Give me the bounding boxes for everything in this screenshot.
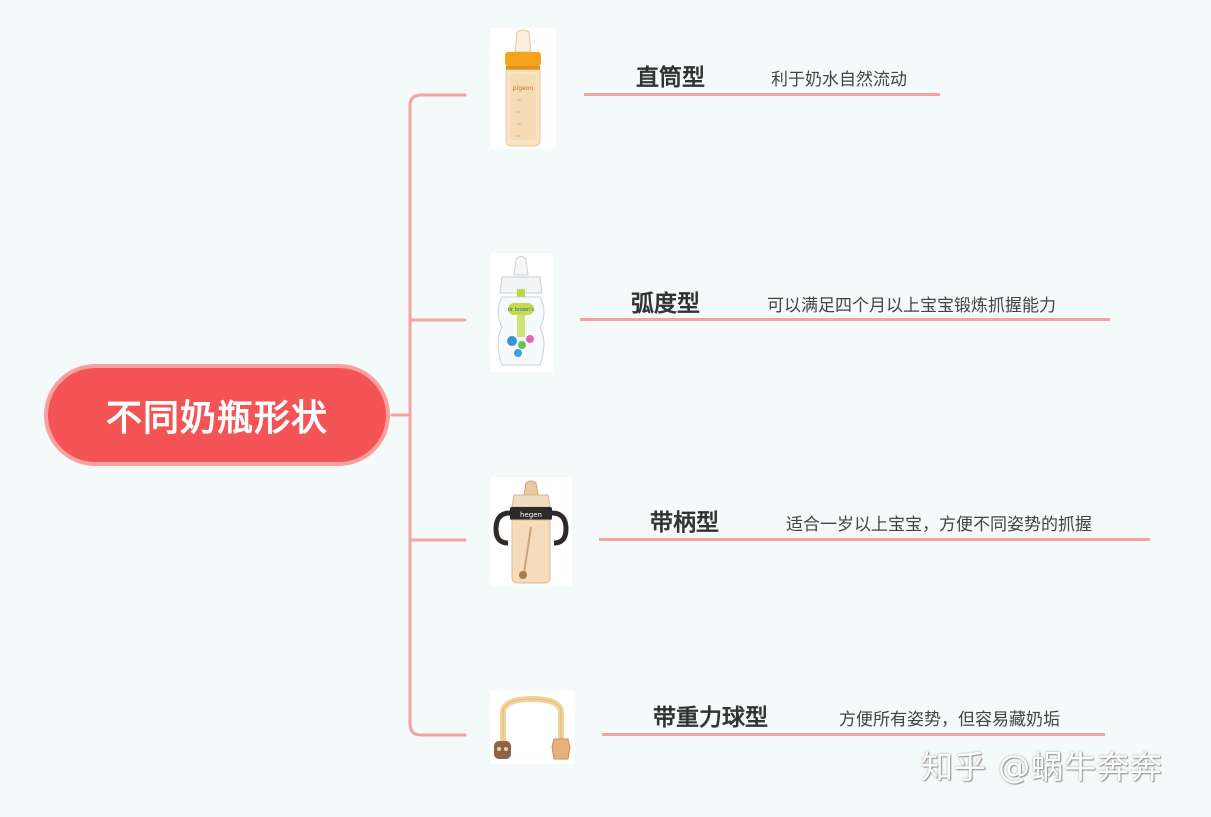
svg-text:dr brown's: dr brown's (508, 307, 535, 313)
branch-description: 利于奶水自然流动 (771, 65, 907, 90)
svg-text:hegen: hegen (520, 511, 542, 519)
branch-description: 适合一岁以上宝宝，方便不同姿势的抓握 (786, 510, 1092, 535)
branch-underline (584, 93, 940, 96)
branch-underline (580, 318, 1110, 321)
branch-title[interactable]: 弧度型 (631, 284, 700, 318)
branch-title[interactable]: 直筒型 (636, 58, 705, 92)
branch-description: 方便所有姿势，但容易藏奶垢 (839, 705, 1060, 730)
root-node[interactable]: 不同奶瓶形状 (44, 364, 390, 466)
branch-title[interactable]: 带柄型 (650, 503, 719, 537)
watermark: 知乎 @蜗牛奔奔 (921, 742, 1163, 788)
curved-bottle-icon: dr brown's (490, 253, 553, 372)
root-title: 不同奶瓶形状 (106, 389, 328, 441)
branch-title[interactable]: 带重力球型 (653, 698, 768, 732)
handled-bottle-icon: hegen (490, 477, 572, 586)
svg-text:pigeon: pigeon (513, 85, 534, 92)
branch-underline (602, 733, 1105, 736)
gravity-ball-straw-icon (490, 691, 575, 764)
straight-bottle-icon: pigeon (490, 28, 556, 149)
branch-description: 可以满足四个月以上宝宝锻炼抓握能力 (767, 291, 1056, 316)
branch-underline (599, 538, 1150, 541)
